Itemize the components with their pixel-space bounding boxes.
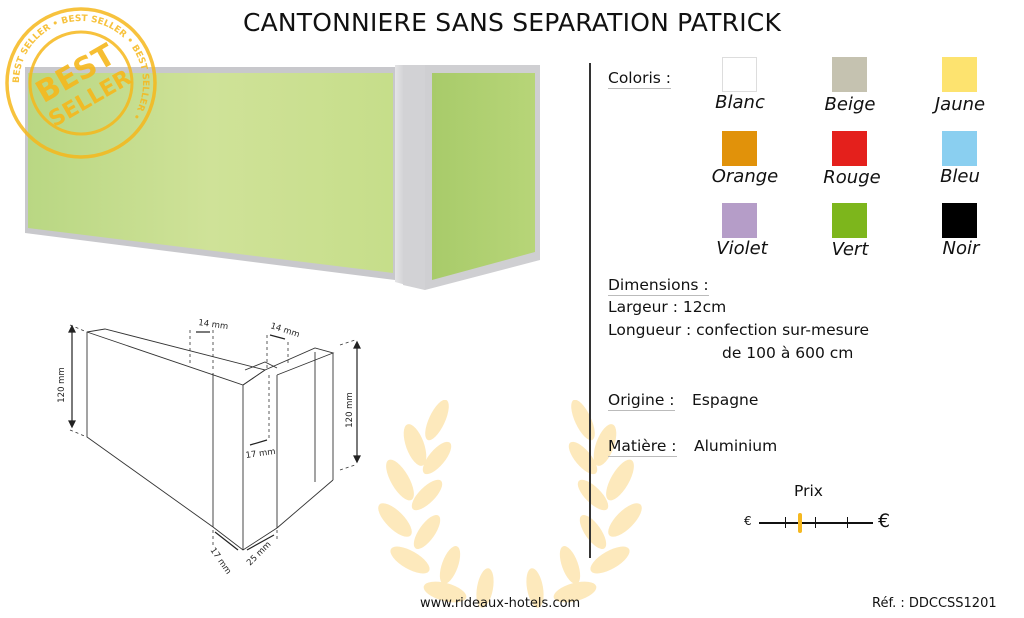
swatch-label-jaune: Jaune (934, 94, 986, 115)
longueur-text: Longueur : confection sur-mesure (608, 321, 870, 339)
page-title: CANTONNIERE SANS SEPARATION PATRICK (242, 8, 782, 37)
website-link[interactable]: www.rideaux-hotels.com (420, 596, 581, 611)
swatch-beige[interactable] (832, 57, 867, 92)
price-scale-line (759, 522, 873, 524)
swatch-noir[interactable] (942, 203, 977, 238)
swatch-label-blanc: Blanc (715, 92, 765, 113)
matiere-value: Aluminium (694, 437, 778, 455)
svg-text:14 mm: 14 mm (269, 321, 301, 340)
longueur-range-text: de 100 à 600 cm (722, 344, 854, 362)
svg-text:120 mm: 120 mm (345, 392, 355, 428)
swatch-rouge[interactable] (832, 131, 867, 166)
technical-diagram: 120 mm 120 mm 14 mm 14 mm 17 mm 17 mm 25… (57, 318, 361, 576)
laurel-watermark-icon (378, 400, 642, 608)
swatch-bleu[interactable] (942, 131, 977, 166)
best-seller-stamp-icon: BEST SELLER • BEST SELLER • BEST SELLER … (5, 7, 157, 159)
swatch-label-bleu: Bleu (940, 166, 980, 187)
price-tick (815, 517, 816, 528)
section-divider (589, 63, 591, 558)
swatch-label-violet: Violet (716, 238, 768, 259)
price-level-marker (798, 513, 802, 533)
dimensions-label: Dimensions : (608, 276, 709, 296)
price-tick (847, 517, 848, 528)
swatch-orange[interactable] (722, 131, 757, 166)
origine-label: Origine : (608, 391, 675, 411)
swatch-label-vert: Vert (831, 239, 869, 260)
svg-text:14 mm: 14 mm (198, 318, 229, 332)
price-title: Prix (794, 482, 823, 500)
swatch-label-rouge: Rouge (823, 167, 881, 188)
largeur-text: Largeur : 12cm (608, 298, 727, 316)
svg-text:17 mm: 17 mm (245, 447, 276, 461)
price-tick (785, 517, 786, 528)
price-high-euro-icon: € (878, 510, 891, 532)
product-photo (25, 65, 540, 290)
swatch-violet[interactable] (722, 203, 757, 238)
swatch-blanc[interactable] (722, 57, 757, 92)
reference-text: Réf. : DDCCSS1201 (872, 596, 997, 611)
svg-text:120 mm: 120 mm (57, 367, 67, 403)
svg-text:25 mm: 25 mm (245, 540, 273, 568)
swatch-label-noir: Noir (942, 238, 980, 259)
matiere-label: Matière : (608, 437, 677, 457)
swatch-label-orange: Orange (711, 166, 779, 187)
swatch-jaune[interactable] (942, 57, 977, 92)
svg-text:17 mm: 17 mm (208, 546, 233, 576)
coloris-label: Coloris : (608, 69, 671, 89)
swatch-vert[interactable] (832, 203, 867, 238)
swatch-label-beige: Beige (824, 94, 876, 115)
origine-value: Espagne (692, 391, 759, 409)
price-low-euro-icon: € (744, 514, 752, 528)
